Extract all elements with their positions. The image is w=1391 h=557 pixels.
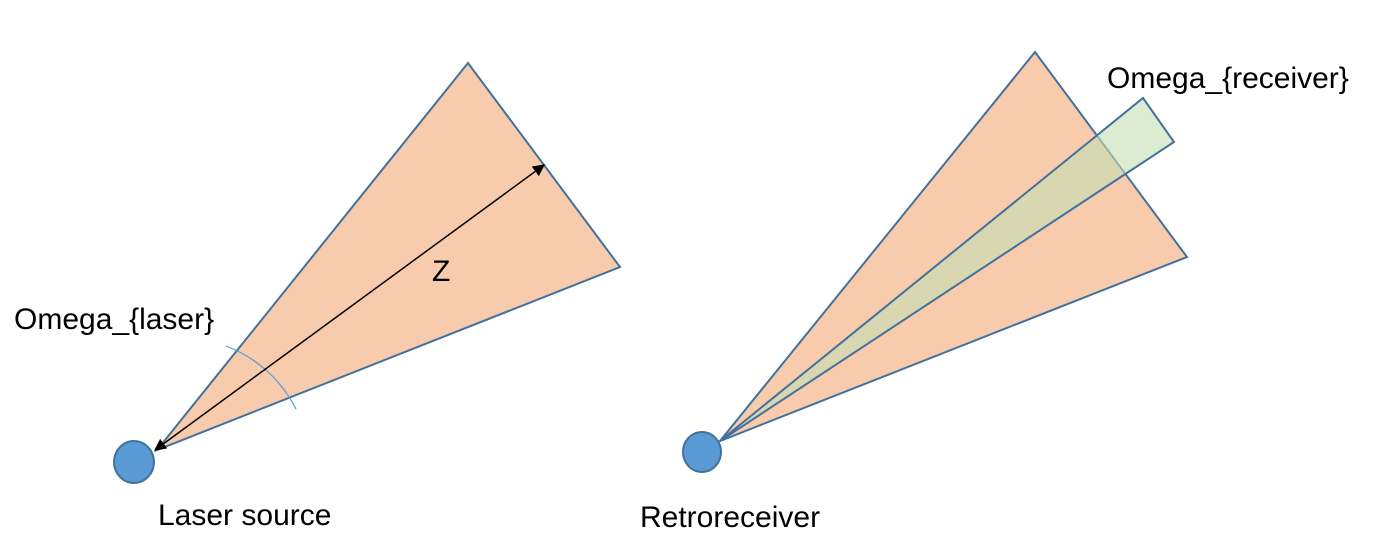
laser-beam-cone: [153, 61, 622, 453]
receiver-field-of-view: [719, 96, 1176, 442]
omega-laser-label: Omega_{laser}: [14, 303, 214, 336]
z-label: Z: [432, 255, 450, 288]
omega-receiver-label: Omega_{receiver}: [1107, 62, 1349, 95]
laser-source-circle: [113, 440, 155, 484]
retro-laser-beam-cone: [716, 50, 1189, 444]
z-distance-arrow: [154, 164, 545, 451]
laser-source-label: Laser source: [158, 499, 331, 532]
retroreceiver-circle: [682, 431, 722, 473]
retroreceiver-label: Retroreceiver: [640, 501, 820, 534]
